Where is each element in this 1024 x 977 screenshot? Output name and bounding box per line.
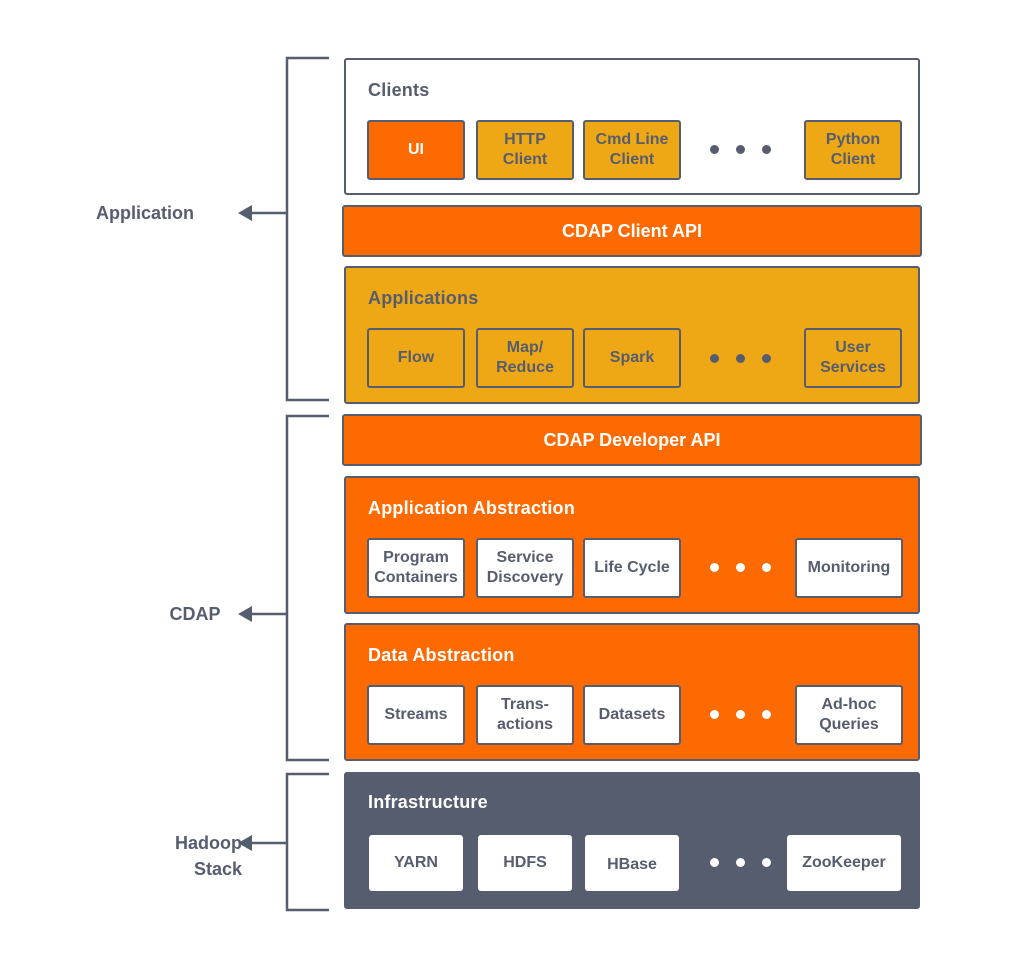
application-arrowhead <box>238 205 252 221</box>
hadoop-arrowhead <box>238 835 252 851</box>
app-abstraction-ellipsis <box>710 563 771 572</box>
app-spark: Spark <box>583 328 681 388</box>
cdap-developer-api-bar: CDAP Developer API <box>342 414 922 466</box>
application-bracket <box>285 56 329 402</box>
application-abstraction-title: Application Abstraction <box>368 498 575 518</box>
group-label-application: Application <box>96 203 194 223</box>
applications-layer: Applications <box>344 266 920 404</box>
cdap-client-api-bar: CDAP Client API <box>342 205 922 257</box>
program-containers: Program Containers <box>367 538 465 598</box>
streams: Streams <box>367 685 465 745</box>
client-ui: UI <box>367 120 465 180</box>
cdap-bracket <box>285 414 329 762</box>
life-cycle: Life Cycle <box>583 538 681 598</box>
applications-ellipsis <box>710 354 771 363</box>
applications-title: Applications <box>368 288 479 308</box>
group-label-cdap: CDAP <box>169 604 221 624</box>
infrastructure-ellipsis <box>710 858 771 867</box>
app-user-services: User Services <box>804 328 902 388</box>
client-python: Python Client <box>804 120 902 180</box>
app-map-reduce: Map/ Reduce <box>476 328 574 388</box>
hadoop-bracket <box>285 772 329 912</box>
clients-title: Clients <box>368 80 430 100</box>
client-http: HTTP Client <box>476 120 574 180</box>
data-abstraction-ellipsis <box>710 710 771 719</box>
hbase: HBase <box>585 835 679 891</box>
transactions: Trans- actions <box>476 685 574 745</box>
datasets: Datasets <box>583 685 681 745</box>
yarn: YARN <box>369 835 463 891</box>
service-discovery: Service Discovery <box>476 538 574 598</box>
group-label-hadoop-stack: Hadoop Stack <box>175 833 242 879</box>
cdap-arrowhead <box>238 606 252 622</box>
monitoring: Monitoring <box>795 538 903 598</box>
hdfs: HDFS <box>478 835 572 891</box>
client-cmd-line: Cmd Line Client <box>583 120 681 180</box>
clients-ellipsis <box>710 145 771 154</box>
infrastructure-title: Infrastructure <box>368 792 488 812</box>
ad-hoc-queries: Ad-hoc Queries <box>795 685 903 745</box>
data-abstraction-title: Data Abstraction <box>368 645 515 665</box>
app-flow: Flow <box>367 328 465 388</box>
zookeeper: ZooKeeper <box>787 835 901 891</box>
